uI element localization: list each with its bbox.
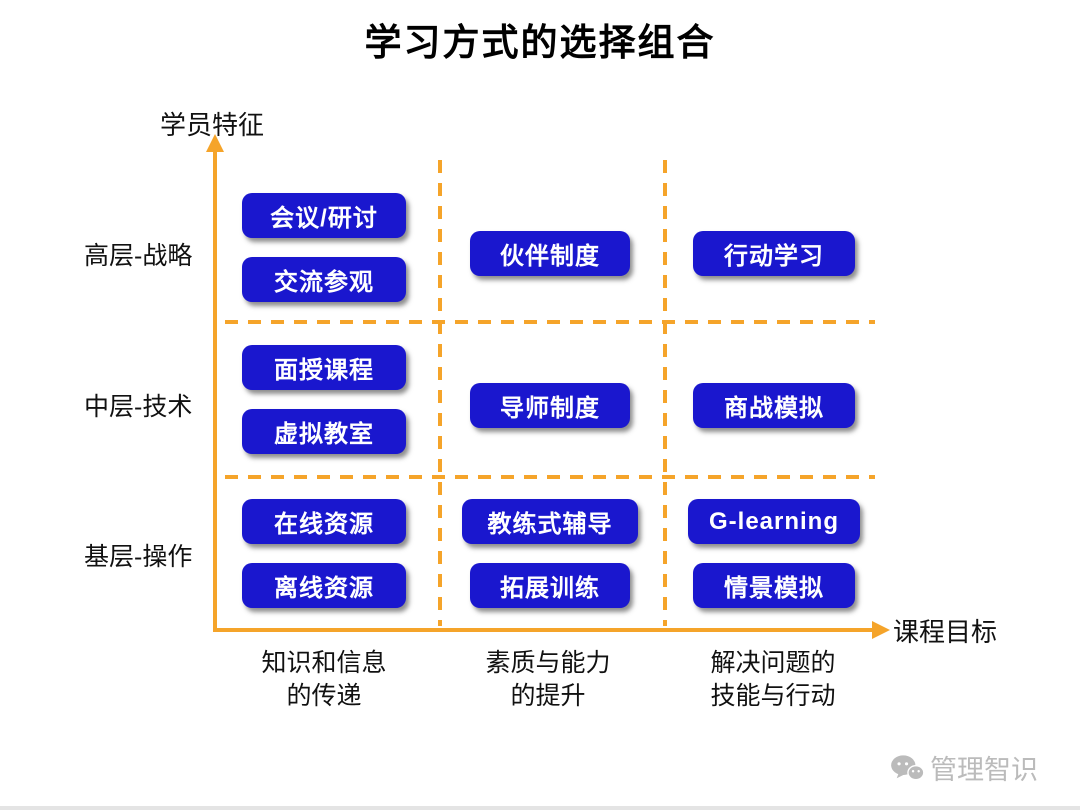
watermark-text: 管理智识	[930, 755, 1038, 785]
bottom-edge-divider	[0, 806, 1080, 810]
row-label-senior-strategy: 高层-战略	[84, 242, 193, 270]
y-axis-arrowhead-icon	[206, 134, 224, 152]
wechat-icon	[890, 754, 924, 782]
method-box-g-learning: G-learning	[688, 499, 860, 544]
grid-divider-vertical-2	[663, 160, 667, 626]
method-box-outdoor-training: 拓展训练	[470, 563, 630, 608]
method-box-meeting-seminar: 会议/研讨	[242, 193, 406, 238]
method-box-exchange-visit: 交流参观	[242, 257, 406, 302]
method-box-offline-resources: 离线资源	[242, 563, 406, 608]
method-box-action-learning: 行动学习	[693, 231, 855, 276]
col-label-knowledge-transfer: 知识和信息 的传递	[229, 647, 419, 713]
x-axis-arrowhead-icon	[872, 621, 890, 639]
col-label-line: 解决问题的	[710, 649, 836, 677]
col-label-problem-solving: 解决问题的 技能与行动	[678, 647, 868, 713]
method-box-scenario-simulation: 情景模拟	[693, 563, 855, 608]
x-axis-label: 课程目标	[893, 617, 998, 647]
method-box-business-simulation: 商战模拟	[693, 383, 855, 428]
method-box-virtual-classroom: 虚拟教室	[242, 409, 406, 454]
method-box-online-resources: 在线资源	[242, 499, 406, 544]
grid-divider-horizontal-1	[225, 320, 875, 324]
watermark: 管理智识	[890, 748, 1038, 787]
method-box-partner-system: 伙伴制度	[470, 231, 630, 276]
row-label-base-operation: 基层-操作	[84, 543, 193, 571]
method-box-coaching: 教练式辅导	[462, 499, 638, 544]
col-label-line: 技能与行动	[710, 682, 836, 710]
col-label-quality-ability: 素质与能力 的提升	[453, 647, 643, 713]
grid-divider-horizontal-2	[225, 475, 875, 479]
col-label-line: 知识和信息	[261, 649, 387, 677]
y-axis-line	[213, 150, 217, 632]
method-box-classroom-course: 面授课程	[242, 345, 406, 390]
diagram-title: 学习方式的选择组合	[364, 22, 716, 63]
x-axis-line	[215, 628, 875, 632]
col-label-line: 素质与能力	[485, 649, 611, 677]
method-box-mentor-system: 导师制度	[470, 383, 630, 428]
col-label-line: 的提升	[510, 682, 586, 710]
col-label-line: 的传递	[286, 682, 362, 710]
row-label-middle-technology: 中层-技术	[84, 393, 193, 421]
grid-divider-vertical-1	[438, 160, 442, 626]
